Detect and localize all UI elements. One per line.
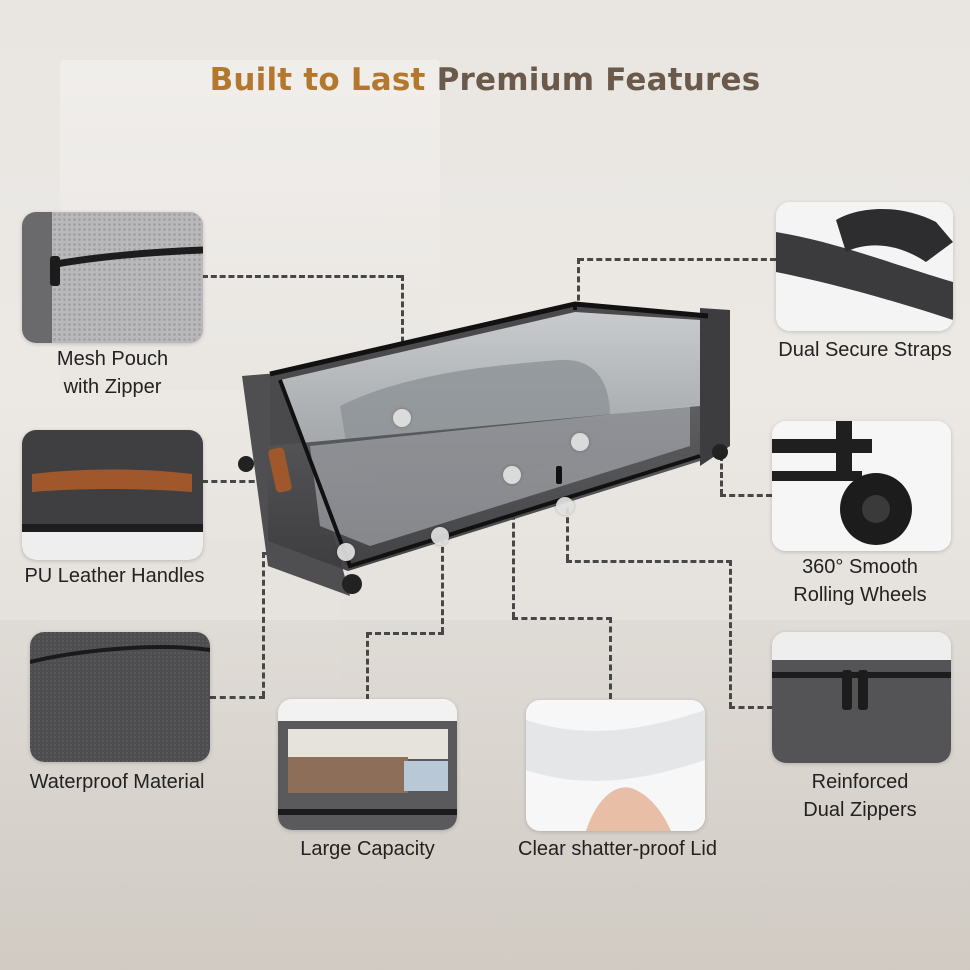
hotspot-straps <box>571 433 589 451</box>
waterproof-card <box>30 632 210 762</box>
zippers-caption: Reinforced Dual Zippers <box>770 768 950 824</box>
waterproof-photo <box>30 632 210 762</box>
mesh-pouch-line1: Mesh Pouch <box>56 348 169 370</box>
connector-lid-v2 <box>609 617 612 699</box>
zippers-card <box>772 632 951 763</box>
connector-capacity-v1 <box>441 538 444 633</box>
connector-zippers-v1 <box>566 508 569 560</box>
wheel-front-left <box>238 456 254 472</box>
connector-zippers-h <box>566 560 732 563</box>
lid-caption: Clear shatter-proof Lid <box>518 838 717 860</box>
mesh-pouch-card <box>22 212 203 343</box>
zippers-line1: Reinforced <box>811 771 909 793</box>
handles-card <box>22 430 203 560</box>
handles-leather-strap <box>32 469 192 492</box>
handles-caption: PU Leather Handles <box>24 565 205 587</box>
wheels-line2: Rolling Wheels <box>793 584 927 606</box>
mesh-pouch-photo <box>22 212 203 343</box>
connector-zippers-v2 <box>729 560 732 708</box>
capacity-card <box>278 699 457 830</box>
hotspot-lid <box>503 466 521 484</box>
capacity-photo <box>278 699 457 830</box>
connector-waterproof-v <box>262 552 265 697</box>
straps-caption: Dual Secure Straps <box>778 339 952 361</box>
page-title: Built to Last Premium Features <box>0 62 970 98</box>
connector-capacity-v2 <box>366 632 369 700</box>
lid-photo <box>526 700 705 831</box>
hotspot-zippers <box>556 497 574 515</box>
wheel-right <box>712 444 728 460</box>
connector-capacity-h <box>366 632 444 635</box>
capacity-caption: Large Capacity <box>300 838 435 860</box>
hotspot-waterproof <box>337 543 355 561</box>
mesh-pouch-line2: with Zipper <box>63 376 162 398</box>
title-accent: Built to Last <box>209 62 426 98</box>
zippers-line2: Dual Zippers <box>803 799 917 821</box>
connector-straps-h <box>578 258 776 261</box>
wheels-line1: 360° Smooth <box>802 556 918 578</box>
connector-wheels-h <box>720 494 772 497</box>
hotspot-capacity <box>431 527 449 545</box>
straps-card <box>776 202 953 331</box>
connector-mesh-h <box>202 275 402 278</box>
connector-wheels-v <box>720 455 723 495</box>
straps-photo <box>776 202 953 331</box>
connector-waterproof-h <box>210 696 265 699</box>
connector-lid-h <box>512 617 612 620</box>
connector-handles-h <box>202 480 292 483</box>
storage-box-illustration <box>238 301 730 596</box>
box-side-right <box>700 308 730 466</box>
leather-handle <box>268 447 292 493</box>
wheels-card <box>772 421 951 551</box>
handles-photo <box>22 430 203 560</box>
wheel-back-left <box>342 574 362 594</box>
wheels-caption: 360° Smooth Rolling Wheels <box>770 553 950 609</box>
mesh-pouch-caption: Mesh Pouch with Zipper <box>22 345 203 401</box>
wheels-photo <box>772 421 951 551</box>
waterproof-caption: Waterproof Material <box>29 771 205 793</box>
connector-zippers-h2 <box>729 706 773 709</box>
connector-lid-v1 <box>512 478 515 618</box>
zippers-photo <box>772 632 951 763</box>
lid-card <box>526 700 705 831</box>
title-main: Premium Features <box>436 62 761 98</box>
hotspot-mesh <box>393 409 411 427</box>
front-window <box>310 406 690 546</box>
